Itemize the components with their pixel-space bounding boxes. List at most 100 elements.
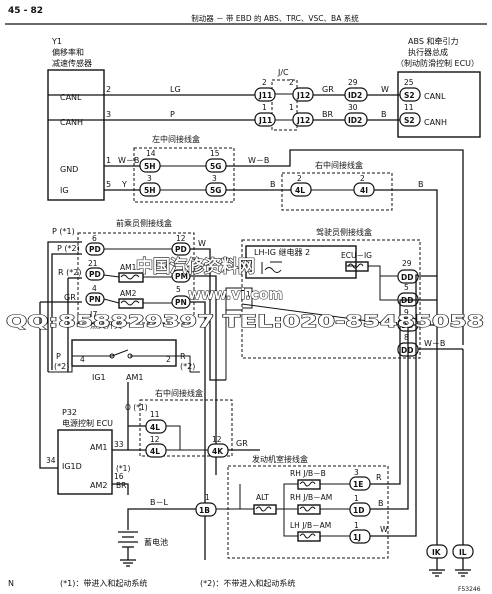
- svg-text:4K: 4K: [212, 447, 224, 456]
- abs-name-3: （制动防滑控制 ECU）: [396, 58, 479, 68]
- svg-text:LH J/B－AM: LH J/B－AM: [290, 521, 331, 530]
- svg-text:B－L: B－L: [150, 498, 168, 507]
- engine-jb-box: [227, 465, 389, 559]
- wire-lg: LG: [170, 85, 181, 94]
- svg-text:B: B: [418, 180, 424, 189]
- svg-text:1: 1: [354, 494, 359, 503]
- left-jb-title: 左中间接线盒: [152, 134, 200, 144]
- y1-housing: [47, 69, 105, 201]
- p32-name: 电源控制 ECU: [62, 418, 113, 428]
- battery: 蓄电池: [118, 531, 168, 567]
- jc-label: J/C: [277, 68, 289, 77]
- svg-text:5H: 5H: [144, 162, 156, 171]
- svg-text:16: 16: [114, 472, 124, 481]
- svg-text:12: 12: [176, 234, 186, 243]
- svg-text:W: W: [198, 239, 206, 248]
- page-number: 45 - 82: [8, 6, 43, 16]
- svg-text:ALT: ALT: [256, 493, 269, 502]
- svg-text:PN: PN: [175, 298, 187, 307]
- y1-sensor: Y1 偏移率和 减速传感器 CANL CANH GND IG: [47, 37, 105, 201]
- ecu-ig-label: ECU－IG: [341, 251, 372, 260]
- passenger-junction-block: 前乘员侧接线盒 P (*1) P (*2) R (*2) GR 6 PD 21 …: [39, 218, 226, 560]
- y1-pin-canl: CANL: [60, 93, 82, 102]
- left-jb-box: [133, 147, 235, 203]
- svg-text:2: 2: [289, 78, 294, 87]
- y1-name-1: 偏移率和: [52, 47, 84, 57]
- right-jb-title: 右中间接线盒: [315, 160, 363, 170]
- left-junction-block: 左中间接线盒 1 W－B 14 5H 15 5G 5 Y 3 5H 3 5G W…: [104, 134, 464, 345]
- svg-text:AM2: AM2: [90, 481, 107, 490]
- svg-text:30: 30: [348, 103, 358, 112]
- wire-p: P: [170, 110, 175, 119]
- i7-id: I7: [90, 310, 97, 319]
- right-junction-block: 右中间接线盒 2 4L 2 4I B: [281, 160, 438, 276]
- svg-text:1: 1: [354, 521, 359, 530]
- svg-text:O (*1): O (*1): [125, 403, 148, 412]
- driver-jb-box: [241, 239, 421, 359]
- svg-text:12: 12: [212, 435, 222, 444]
- svg-text:11: 11: [404, 103, 414, 112]
- svg-text:1E: 1E: [353, 480, 363, 489]
- i7-housing: [71, 339, 177, 367]
- footnote-2: (*2)：不带进入和起动系统: [200, 578, 295, 588]
- svg-text:R (*2): R (*2): [58, 268, 81, 277]
- svg-text:2: 2: [360, 174, 365, 183]
- footnote-1: (*1)：带进入和起动系统: [60, 578, 147, 588]
- svg-text:1: 1: [106, 156, 111, 165]
- abs-housing: [397, 71, 481, 138]
- svg-text:J11: J11: [258, 91, 272, 100]
- svg-text:BR: BR: [116, 481, 126, 490]
- svg-text:2: 2: [166, 355, 171, 364]
- svg-text:IG1: IG1: [92, 373, 106, 382]
- svg-text:GR: GR: [64, 293, 76, 302]
- svg-text:3: 3: [212, 174, 217, 183]
- svg-text:33: 33: [114, 440, 124, 449]
- svg-text:J12: J12: [296, 91, 310, 100]
- svg-text:2: 2: [297, 174, 302, 183]
- y1-name-2: 减速传感器: [52, 58, 92, 68]
- svg-text:IL: IL: [459, 548, 467, 557]
- svg-text:(*2): (*2): [180, 362, 195, 371]
- svg-text:AM1: AM1: [120, 263, 137, 272]
- svg-text:PM: PM: [175, 272, 188, 281]
- power-ecu-p32: P32 电源控制 ECU AM1 AM2 IG1D 34 33 16 (*1) …: [39, 382, 130, 495]
- svg-text:Y: Y: [121, 180, 127, 189]
- svg-text:S2: S2: [404, 91, 415, 100]
- svg-text:S2: S2: [404, 116, 415, 125]
- svg-text:3: 3: [147, 174, 152, 183]
- svg-text:4I: 4I: [360, 186, 368, 195]
- footnotes: N (*1)：带进入和起动系统 (*2)：不带进入和起动系统 F53246: [8, 578, 481, 593]
- svg-text:AM2: AM2: [120, 289, 137, 298]
- svg-text:4L: 4L: [150, 423, 160, 432]
- svg-text:GR: GR: [322, 85, 334, 94]
- y1-pin-canh: CANH: [60, 118, 83, 127]
- y1-id: Y1: [51, 37, 62, 46]
- p32-id: P32: [62, 408, 77, 417]
- abs-name-2: 执行器总成: [408, 47, 448, 57]
- jc-box: [271, 79, 298, 131]
- svg-text:PD: PD: [175, 245, 187, 254]
- svg-text:IG1D: IG1D: [62, 462, 82, 471]
- svg-text:3: 3: [354, 468, 359, 477]
- svg-text:11: 11: [246, 290, 256, 299]
- figure-code: F53246: [458, 586, 481, 593]
- abs-name-1: ABS 和牵引力: [408, 36, 458, 46]
- svg-text:B: B: [381, 110, 387, 119]
- svg-text:1D: 1D: [353, 506, 364, 515]
- svg-text:DD: DD: [401, 346, 413, 355]
- svg-text:3: 3: [106, 110, 111, 119]
- svg-text:AM1: AM1: [126, 373, 143, 382]
- svg-text:P: P: [56, 352, 61, 361]
- svg-text:15: 15: [210, 149, 220, 158]
- right-junction-block-2: 右中间接线盒 O (*1) 11 4L 12 4L 12 4K GR: [125, 388, 260, 458]
- svg-text:1B: 1B: [199, 506, 210, 515]
- svg-text:11: 11: [150, 410, 160, 419]
- can-lines: 2 3 LG P J/C 2 2 1 1 J11 J12 J11 J12 GR …: [48, 68, 421, 131]
- engine-jb-title: 发动机室接线盒: [252, 454, 308, 464]
- svg-text:PD: PD: [89, 270, 101, 279]
- svg-text:6: 6: [92, 234, 97, 243]
- svg-text:IK: IK: [432, 548, 442, 557]
- svg-text:5H: 5H: [144, 186, 156, 195]
- svg-text:B: B: [270, 180, 276, 189]
